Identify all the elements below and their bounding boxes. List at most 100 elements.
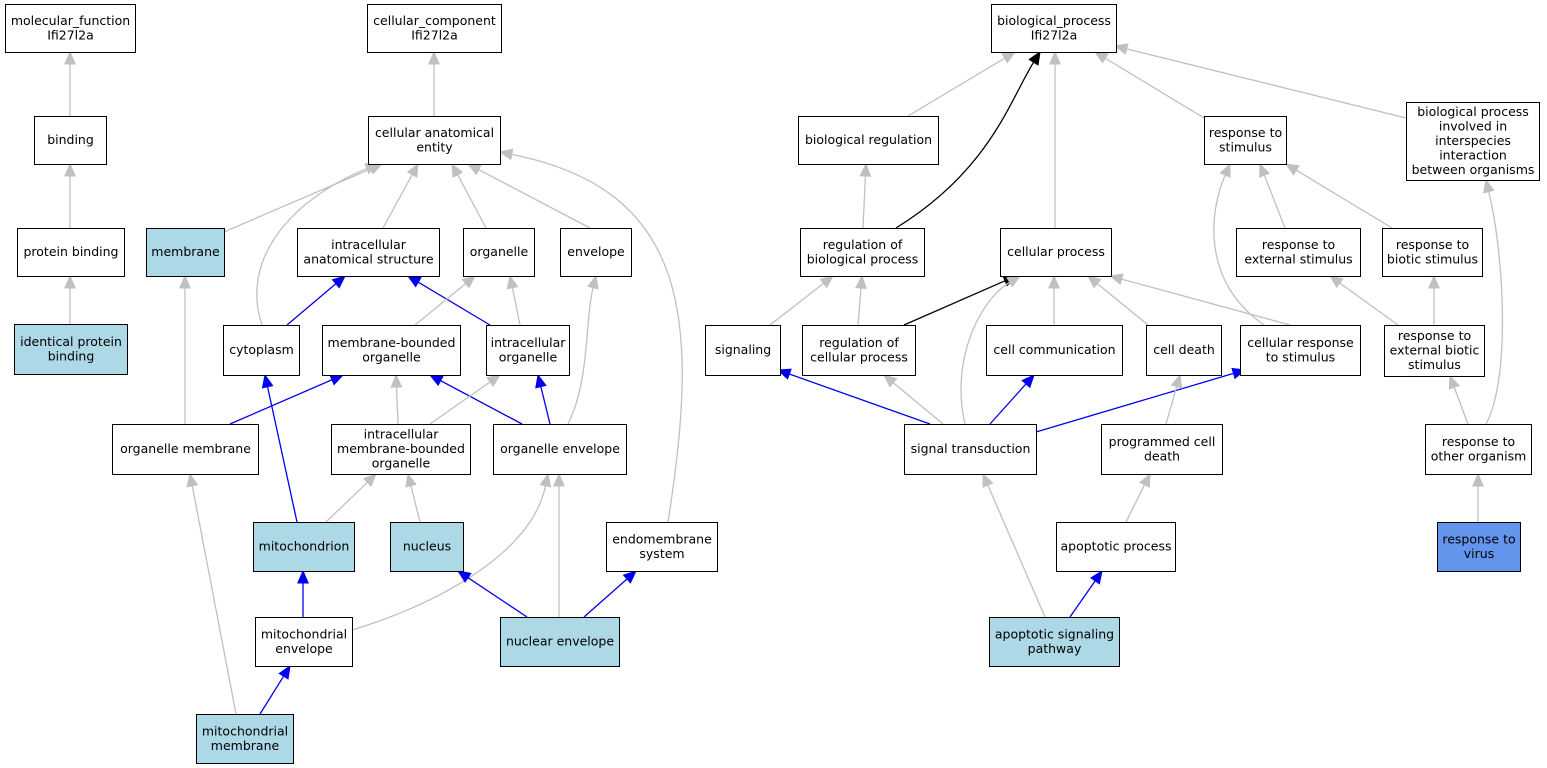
edge-cytoplasm-to-intracellular-anatomical-structure (286, 275, 346, 326)
node-label-line: biotic stimulus (1387, 251, 1478, 266)
node-box (390, 522, 464, 572)
node-label-line: intracellular (364, 427, 440, 442)
edge-arrowhead (1448, 374, 1460, 390)
edge-regulation-of-biological-process-to-biological-regulation (859, 162, 872, 229)
edge-interspecies-to-bp-root (1113, 43, 1407, 119)
node-box (1240, 325, 1361, 376)
node-organelle[interactable]: organelle (463, 228, 535, 277)
node-label-line: response to (1442, 434, 1515, 449)
node-organelle-envelope[interactable]: organelle envelope (493, 424, 627, 475)
edge-arrowhead (466, 163, 482, 176)
node-protein-binding[interactable]: protein binding (17, 228, 125, 277)
node-label-line: between organisms (1412, 162, 1535, 177)
node-mitochondrion[interactable]: mitochondrion (253, 522, 355, 572)
edge-arrowhead (982, 472, 994, 488)
edge-arrowhead (461, 275, 476, 289)
edge-line (229, 379, 333, 425)
node-label-line: regulation of (823, 237, 903, 252)
node-cytoplasm[interactable]: cytoplasm (223, 325, 300, 376)
node-label-line: biological process (1417, 104, 1529, 119)
node-binding[interactable]: binding (34, 116, 107, 165)
node-cell-death[interactable]: cell death (1146, 325, 1222, 376)
edge-organelle-membrane-to-membrane-bounded-organelle (229, 374, 345, 425)
edge-line (862, 175, 867, 229)
node-signal-transduction[interactable]: signal transduction (904, 424, 1037, 475)
edge-line (457, 174, 487, 229)
node-nucleus[interactable]: nucleus (390, 522, 464, 572)
node-label-line: response to (1398, 328, 1471, 343)
edge-line (1126, 48, 1407, 119)
edge-response-to-stimulus-to-bp-root (1093, 51, 1205, 119)
node-label-line: cell death (1153, 342, 1215, 357)
edge-line (1104, 57, 1205, 119)
node-box (798, 116, 939, 165)
edge-mitochondrial-membrane-to-organelle-membrane (186, 472, 237, 715)
edge-arrowhead (506, 274, 519, 290)
node-label-line: programmed cell (1109, 434, 1216, 449)
node-label-line: cytoplasm (229, 342, 294, 357)
edge-line (1035, 372, 1234, 433)
edge-programmed-cell-death-to-cell-death (1165, 373, 1183, 425)
edge-arrowhead (1113, 43, 1129, 55)
edge-line (325, 481, 368, 523)
edge-layer (64, 43, 1504, 715)
node-label-line: mitochondrial (202, 723, 288, 738)
node-label-line: mitochondrion (259, 539, 350, 554)
node-label-line: signal transduction (911, 441, 1031, 456)
edge-arrowhead (456, 570, 472, 583)
node-label-line: involved in (1439, 119, 1507, 134)
node-label-line: apoptotic process (1061, 539, 1172, 554)
node-label-line: response to (1262, 237, 1335, 252)
edge-membrane-bounded-organelle-to-organelle (414, 275, 476, 326)
node-nuclear-envelope[interactable]: nuclear envelope (500, 617, 620, 667)
edge-mitochondrial-membrane-to-mitochondrial-envelope (259, 664, 291, 715)
edge-intracellular-mbo-to-intracellular-organelle (429, 374, 502, 425)
node-cell-communication[interactable]: cell communication (986, 325, 1123, 376)
node-cellular-process[interactable]: cellular process (1000, 228, 1112, 277)
edge-response-to-virus-to-response-to-other-organism (1472, 472, 1484, 522)
node-envelope[interactable]: envelope (560, 228, 632, 277)
node-box (986, 325, 1123, 376)
edge-line (903, 280, 1006, 326)
edge-line (583, 578, 628, 618)
node-biological-regulation[interactable]: biological regulation (798, 116, 939, 165)
node-apoptotic-process[interactable]: apoptotic process (1056, 522, 1176, 572)
edge-arrowhead (179, 274, 191, 289)
node-box (1000, 228, 1112, 277)
node-box (196, 714, 294, 764)
node-label-line: cellular_component (373, 13, 496, 28)
edge-line (1485, 191, 1504, 425)
edge-arrowhead (1089, 569, 1103, 585)
node-organelle-membrane[interactable]: organelle membrane (112, 424, 259, 475)
edge-arrowhead (1139, 472, 1151, 488)
edge-arrowhead (64, 162, 76, 177)
edge-binding-to-mf-root (64, 50, 76, 116)
node-signaling[interactable]: signaling (705, 325, 781, 376)
edge-response-to-other-organism-to-interspecies (1483, 178, 1504, 425)
node-membrane[interactable]: membrane (146, 228, 225, 277)
